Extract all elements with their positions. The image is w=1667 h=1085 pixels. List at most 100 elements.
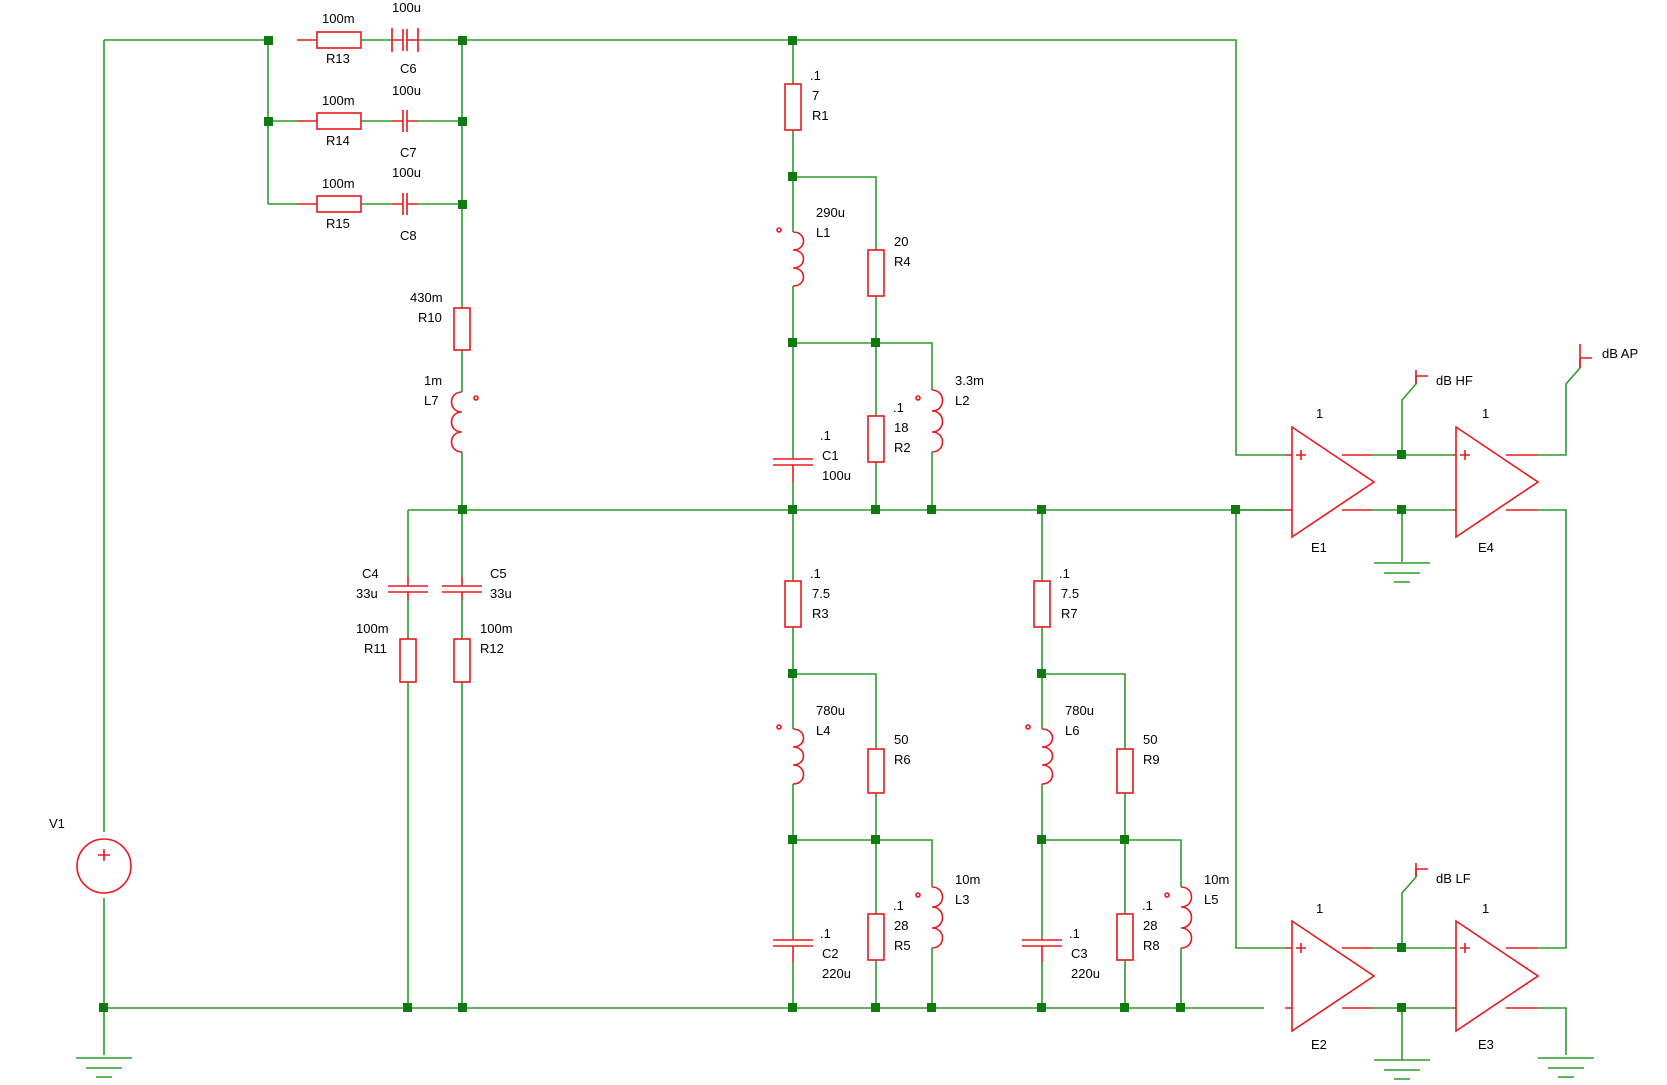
label-v1: V1 — [49, 816, 65, 831]
label-r8: R8 — [1143, 938, 1160, 953]
label-e3: E3 — [1478, 1037, 1494, 1052]
label-r10: R10 — [418, 310, 442, 325]
value-r15: 100m — [322, 176, 355, 191]
amplifier-e3: 1 E3 — [1453, 901, 1540, 1052]
probe-label-lf: dB LF — [1436, 871, 1471, 886]
value-l6: 780u — [1065, 703, 1094, 718]
value-r14: 100m — [322, 93, 355, 108]
ground-symbol — [1374, 562, 1430, 583]
resistor-r14: 100m R14 — [297, 93, 362, 148]
gain-e4: 1 — [1482, 406, 1489, 421]
junction-node — [1176, 1003, 1185, 1012]
value-r5: 28 — [894, 918, 908, 933]
grounds — [76, 562, 1594, 1080]
wire — [1235, 358, 1581, 1060]
resistor-r7: .1 7.5 R7 — [1033, 566, 1079, 628]
label-c3: C3 — [1071, 946, 1088, 961]
junction-node — [788, 172, 797, 181]
label-c5: C5 — [490, 566, 507, 581]
capacitor-c4: C4 33u — [356, 566, 428, 601]
value-c8: 100u — [392, 165, 421, 180]
tol-r8: .1 — [1142, 898, 1153, 913]
junction-node — [1397, 450, 1406, 459]
junction-node — [788, 36, 797, 45]
junction-node — [99, 1003, 108, 1012]
junction-node — [1397, 505, 1406, 514]
wire — [267, 39, 463, 308]
junction-node — [458, 117, 467, 126]
value-r8: 28 — [1143, 918, 1157, 933]
tol-r2: .1 — [893, 400, 904, 415]
value-r3: 7.5 — [812, 586, 830, 601]
junction-node — [458, 505, 467, 514]
resistor-r11: 100m R11 — [356, 621, 417, 683]
capacitor-c8: 100u C8 — [392, 165, 421, 243]
junction-node — [1037, 1003, 1046, 1012]
amplifier-e2: 1 E2 — [1285, 901, 1376, 1052]
junction-node — [264, 36, 273, 45]
value-r4: 20 — [894, 234, 908, 249]
resistor-r5: .1 28 R5 — [867, 898, 911, 961]
gain-e2: 1 — [1316, 901, 1323, 916]
value-r12: 100m — [480, 621, 513, 636]
voltage-source-v1: V1 — [49, 816, 132, 894]
label-r7: R7 — [1061, 606, 1078, 621]
ground-symbol — [76, 1057, 132, 1078]
capacitor-c5: C5 33u — [442, 566, 512, 601]
inductor-l5: 10m L5 — [1164, 872, 1229, 949]
inductor-l6: 780u L6 — [1025, 703, 1094, 785]
gain-e1: 1 — [1316, 406, 1323, 421]
label-c6: C6 — [400, 61, 417, 76]
junction-node — [1120, 835, 1129, 844]
label-r14: R14 — [326, 133, 350, 148]
value-c3: 220u — [1071, 966, 1100, 981]
resistor-r13: 100m R13 — [297, 11, 362, 66]
resistor-r3: .1 7.5 R3 — [784, 566, 830, 628]
probe-marker-icon — [1579, 344, 1592, 368]
junction-node — [1397, 943, 1406, 952]
nodes — [99, 36, 1406, 1012]
tol-c1: .1 — [820, 428, 831, 443]
junction-node — [264, 117, 273, 126]
capacitor-c7: 100u C7 — [392, 83, 421, 160]
label-c4: C4 — [362, 566, 379, 581]
probe-marker-icon — [1415, 863, 1428, 877]
label-r1: R1 — [812, 108, 829, 123]
inductor-l1: 290u L1 — [776, 205, 845, 287]
tol-r5: .1 — [893, 898, 904, 913]
label-c8: C8 — [400, 228, 417, 243]
junction-node — [458, 36, 467, 45]
label-r6: R6 — [894, 752, 911, 767]
value-l3: 10m — [955, 872, 980, 887]
value-l7: 1m — [424, 373, 442, 388]
label-l3: L3 — [955, 892, 969, 907]
wire — [792, 510, 933, 1008]
junction-node — [871, 505, 880, 514]
junction-node — [458, 200, 467, 209]
junction-node — [1120, 1003, 1129, 1012]
value-r2: 18 — [894, 420, 908, 435]
value-r10: 430m — [410, 290, 443, 305]
wire — [1041, 510, 1182, 1008]
resistor-r15: 100m R15 — [297, 176, 362, 231]
junction-node — [871, 1003, 880, 1012]
tol-c2: .1 — [820, 926, 831, 941]
junction-node — [788, 338, 797, 347]
probe-label-hf: dB HF — [1436, 373, 1473, 388]
value-r13: 100m — [322, 11, 355, 26]
wire — [462, 39, 1285, 456]
label-c1: C1 — [822, 448, 839, 463]
wire — [407, 509, 1285, 1008]
junction-node — [871, 338, 880, 347]
label-r2: R2 — [894, 440, 911, 455]
junction-node — [788, 669, 797, 678]
value-r9: 50 — [1143, 732, 1157, 747]
tol-r3: .1 — [810, 566, 821, 581]
tol-r1: .1 — [810, 68, 821, 83]
capacitor-c6: 100u C6 — [391, 0, 421, 76]
junction-node — [788, 835, 797, 844]
value-r1: 7 — [812, 88, 819, 103]
junction-node — [1037, 505, 1046, 514]
label-l5: L5 — [1204, 892, 1218, 907]
junction-node — [1231, 505, 1240, 514]
